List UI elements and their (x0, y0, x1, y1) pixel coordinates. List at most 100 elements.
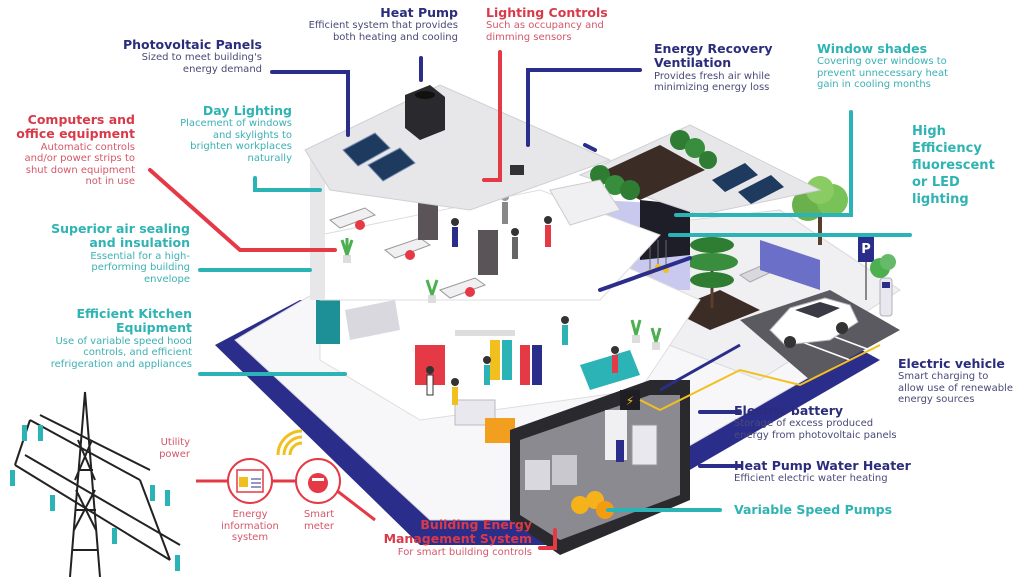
air-sealing-desc-3: envelope (144, 273, 190, 285)
smart-meter-line-2: meter (303, 520, 335, 532)
insulators (10, 425, 180, 571)
solar-panel-icon (342, 132, 416, 182)
day-lighting-desc-3: brighten workplaces (190, 141, 292, 153)
lighting-controls-desc-2: dimming sensors (486, 31, 572, 43)
computers-desc-1: Automatic controls (40, 141, 135, 153)
high-efficiency-title-2: Efficiency (912, 140, 982, 156)
label-window-shades: Window shades Covering over windows to p… (817, 41, 987, 91)
utility-line-2: power (159, 448, 190, 460)
kitchen-desc-2: controls, and efficient (83, 347, 192, 359)
pumps-title: Variable Speed Pumps (734, 502, 893, 517)
lighting-controls-title: Lighting Controls (486, 5, 608, 20)
electric-vehicle-title: Electric vehicle (898, 356, 1005, 371)
computers-desc-4: not in use (85, 176, 135, 188)
kitchen-desc-3: refrigeration and appliances (50, 358, 192, 370)
air-sealing-title-1: Superior air sealing (51, 221, 190, 236)
lighting-controls-desc-1: Such as occupancy and (486, 20, 604, 32)
navy-battery-line (659, 343, 741, 392)
eis-line-2: information (221, 520, 279, 532)
electric-vehicle-desc-3: energy sources (898, 394, 975, 406)
bems-title-1: Building Energy (420, 517, 532, 532)
courtyard-tree-icon (670, 237, 760, 330)
high-efficiency-title-4: or LED (912, 174, 960, 190)
utility-line-1: Utility (160, 437, 190, 448)
hpwh-title: Heat Pump Water Heater (734, 458, 911, 473)
washer (525, 460, 550, 490)
parking-sign-icon: P (858, 234, 874, 300)
refrigerator (316, 300, 340, 344)
solar-panel-icon-right (712, 163, 784, 204)
kitchen-title-2: Equipment (116, 320, 192, 336)
day-lighting-desc-1: Placement of windows (180, 118, 292, 130)
label-electric-vehicle: Electric vehicle Smart charging to allow… (898, 356, 1024, 406)
heat-pump-unit-icon (405, 85, 445, 140)
ev-charging-line (639, 344, 881, 412)
day-lighting-desc-4: naturally (247, 152, 292, 164)
label-energy-information-system: Energy information system (218, 509, 282, 544)
label-photovoltaic-panels: Photovoltaic Panels Sized to meet buildi… (100, 37, 262, 75)
hpwh-desc-1: Efficient electric water heating (734, 473, 888, 485)
transmission-tower-icon (14, 391, 181, 577)
label-high-efficiency-lighting: High Efficiency fluorescent or LED light… (912, 124, 1012, 208)
label-energy-recovery-ventilation: Energy Recovery Ventilation Provides fre… (654, 41, 804, 94)
variable-speed-pumps-icon (571, 491, 614, 519)
label-day-lighting: Day Lighting Placement of windows and sk… (150, 103, 292, 164)
potted-plants (340, 238, 662, 350)
eis-line-1: Energy (232, 509, 268, 520)
energy-info-system-icon (227, 458, 273, 504)
shrub-icon (870, 254, 896, 278)
courtyard-wall (760, 240, 820, 290)
eis-line-3: system (231, 532, 269, 543)
office-desks (328, 207, 487, 299)
computers-title-1: Computers and (27, 112, 135, 127)
computers-title-2: office equipment (16, 126, 135, 142)
photovoltaic-title: Photovoltaic Panels (122, 37, 262, 52)
photovoltaic-desc-1: Sized to meet building's (141, 52, 262, 64)
battery-icon (620, 390, 640, 410)
label-utility-power: Utility power (130, 437, 190, 460)
skylight (510, 165, 524, 175)
heat-pump-desc-1: Efficient system that provides (308, 20, 458, 32)
kitchen-desc-1: Use of variable speed hood (55, 335, 192, 347)
smart-meter-icon (295, 458, 341, 504)
bookshelves (418, 195, 498, 275)
parking-sign-letter: P (861, 242, 871, 257)
air-sealing-title-2: and insulation (89, 235, 190, 251)
window-shades-desc-1: Covering over windows to (817, 56, 947, 68)
day-lighting-title: Day Lighting (202, 103, 292, 118)
electric-vehicle-desc-1: Smart charging to (898, 371, 989, 383)
air-sealing-desc-2: performing building (91, 262, 190, 274)
high-efficiency-title-1: High (912, 124, 946, 139)
kitchen-counter (345, 300, 400, 340)
worker (616, 440, 624, 462)
label-computers-office-equipment: Computers and office equipment Automatic… (0, 112, 135, 188)
label-variable-speed-pumps: Variable Speed Pumps (734, 502, 924, 517)
electric-vehicle-desc-2: allow use of renewable (898, 382, 1013, 394)
label-heat-pump-water-heater: Heat Pump Water Heater Efficient electri… (734, 458, 924, 485)
electric-car-icon (769, 297, 859, 348)
shoppers (426, 316, 619, 405)
label-air-sealing-insulation: Superior air sealing and insulation Esse… (30, 221, 190, 285)
battery-desc-2: energy from photovoltaic panels (734, 429, 897, 441)
label-building-energy-management-system: Building Energy Management System For sm… (310, 517, 532, 558)
heat-pump-title: Heat Pump (380, 5, 458, 20)
kitchen-title-1: Efficient Kitchen (76, 306, 192, 321)
dryer (552, 455, 577, 485)
bems-title-2: Management System (383, 531, 532, 547)
shop-fixtures (415, 330, 640, 443)
label-smart-meter: Smart meter (296, 509, 342, 532)
window-shades-desc-2: prevent unnecessary heat (817, 67, 949, 79)
label-efficient-kitchen-equipment: Efficient Kitchen Equipment Use of varia… (20, 306, 192, 370)
window-shades-desc-3: gain in cooling months (817, 79, 931, 91)
battery-title: Electric battery (734, 403, 844, 418)
air-sealing-desc-1: Essential for a high- (90, 250, 190, 262)
battery-desc-1: Storage of excess produced (734, 418, 874, 430)
high-efficiency-title-5: lighting (912, 191, 969, 207)
label-electric-battery: Electric battery Storage of excess produ… (734, 403, 914, 441)
day-lighting-desc-2: and skylights to (212, 129, 292, 141)
staircase (549, 179, 621, 226)
computers-desc-3: shut down equipment (25, 164, 135, 176)
erv-desc-2: minimizing energy loss (654, 82, 770, 94)
label-heat-pump: Heat Pump Efficient system that provides… (280, 5, 458, 43)
high-efficiency-title-3: fluorescent (912, 157, 995, 173)
